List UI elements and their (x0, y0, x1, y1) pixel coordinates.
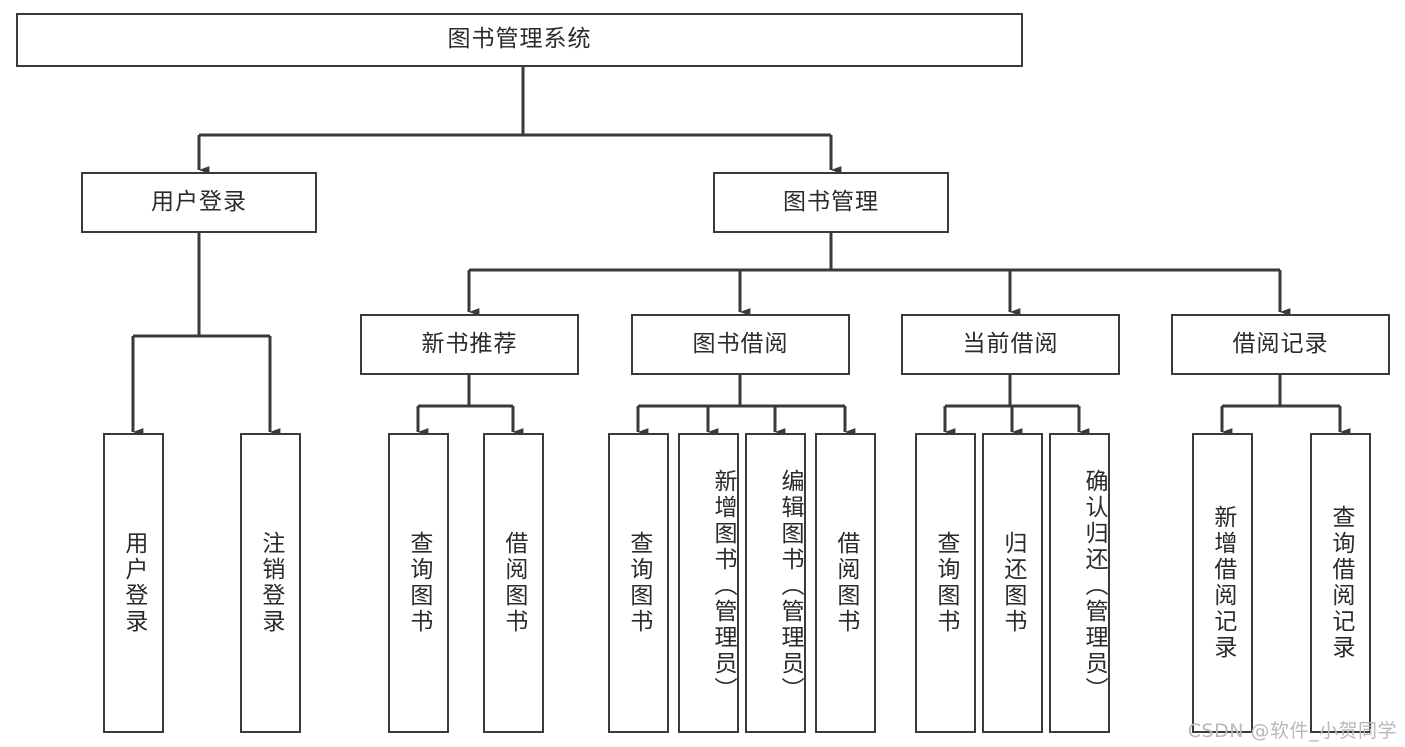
node-book-manage[interactable]: 图书管理 (713, 172, 949, 233)
node-label: 借阅记录 (1232, 330, 1329, 357)
node-label: 查询图书 (932, 531, 959, 635)
csdn-watermark: CSDN @软件_小贺同学 (1187, 720, 1397, 742)
node-borrow-record[interactable]: 借阅记录 (1171, 314, 1390, 375)
leaf-logout-login[interactable]: 注销登录 (240, 433, 301, 733)
node-label: 查询图书 (625, 531, 652, 635)
node-label: 借阅图书 (832, 531, 859, 635)
node-label: 查询图书 (405, 531, 432, 635)
node-current-borrow[interactable]: 当前借阅 (901, 314, 1120, 375)
leaf-query-book-borrow[interactable]: 查询图书 (608, 433, 669, 733)
node-label: 图书管理 (783, 188, 879, 215)
node-label: 编辑图书（管理员） (777, 469, 803, 703)
node-label: 新增借阅记录 (1209, 505, 1236, 661)
leaf-borrow-book-recommend[interactable]: 借阅图书 (483, 433, 544, 733)
leaf-edit-book-admin[interactable]: 编辑图书（管理员） (745, 433, 806, 733)
node-label: 归还图书 (999, 531, 1026, 635)
node-label: 图书借阅 (692, 330, 789, 357)
node-label: 用户登录 (151, 188, 247, 215)
node-label: 新书推荐 (421, 330, 518, 357)
node-label: 确认归还（管理员） (1081, 469, 1107, 703)
leaf-return-book[interactable]: 归还图书 (982, 433, 1043, 733)
node-label: 查询借阅记录 (1327, 505, 1354, 661)
node-label: 当前借阅 (962, 330, 1059, 357)
node-label: 新增图书（管理员） (710, 469, 736, 703)
leaf-add-book-admin[interactable]: 新增图书（管理员） (678, 433, 739, 733)
leaf-borrow-book-borrow[interactable]: 借阅图书 (815, 433, 876, 733)
leaf-confirm-return-admin[interactable]: 确认归还（管理员） (1049, 433, 1110, 733)
node-new-book-recommend[interactable]: 新书推荐 (360, 314, 579, 375)
leaf-query-book-current[interactable]: 查询图书 (915, 433, 976, 733)
node-label: 注销登录 (257, 531, 284, 635)
node-root-book-management-system[interactable]: 图书管理系统 (16, 13, 1023, 67)
leaf-user-login[interactable]: 用户登录 (103, 433, 164, 733)
node-label: 用户登录 (120, 531, 147, 635)
leaf-query-borrow-record[interactable]: 查询借阅记录 (1310, 433, 1371, 733)
node-book-borrow[interactable]: 图书借阅 (631, 314, 850, 375)
leaf-query-book-recommend[interactable]: 查询图书 (388, 433, 449, 733)
node-label: 借阅图书 (500, 531, 527, 635)
leaf-add-borrow-record[interactable]: 新增借阅记录 (1192, 433, 1253, 733)
node-user-login[interactable]: 用户登录 (81, 172, 317, 233)
node-label: 图书管理系统 (447, 26, 592, 53)
